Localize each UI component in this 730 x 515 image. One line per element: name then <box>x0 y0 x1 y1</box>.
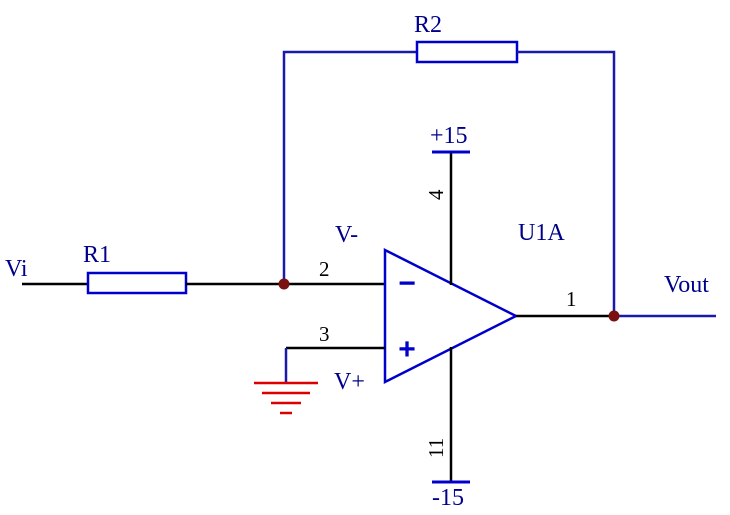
junction-inverting-node <box>278 278 290 290</box>
pin-3-label: 3 <box>319 322 330 346</box>
junction-output-node <box>608 310 620 322</box>
supply-pos-label: +15 <box>430 123 468 149</box>
non-inverting-symbol: + <box>398 333 416 366</box>
input-label: Vi <box>5 256 28 282</box>
pin-2-label: 2 <box>319 257 330 281</box>
r1-label: R1 <box>83 242 111 268</box>
r2-label: R2 <box>414 12 442 38</box>
pin-11-label: 11 <box>424 438 448 458</box>
output-label: Vout <box>664 272 709 298</box>
pin-4-label: 4 <box>424 189 448 200</box>
resistor-r2 <box>415 40 519 64</box>
resistor-r1 <box>86 271 188 295</box>
pin-1-label: 1 <box>566 287 577 311</box>
feedback-wire-left <box>282 50 417 284</box>
opamp-label: U1A <box>518 220 565 246</box>
v-minus-label: V- <box>335 222 358 248</box>
ground-icon <box>254 381 318 415</box>
feedback-wire-right <box>517 50 616 316</box>
v-plus-label: V+ <box>334 369 365 395</box>
inverting-symbol: − <box>398 267 416 300</box>
supply-neg-label: -15 <box>432 485 464 511</box>
